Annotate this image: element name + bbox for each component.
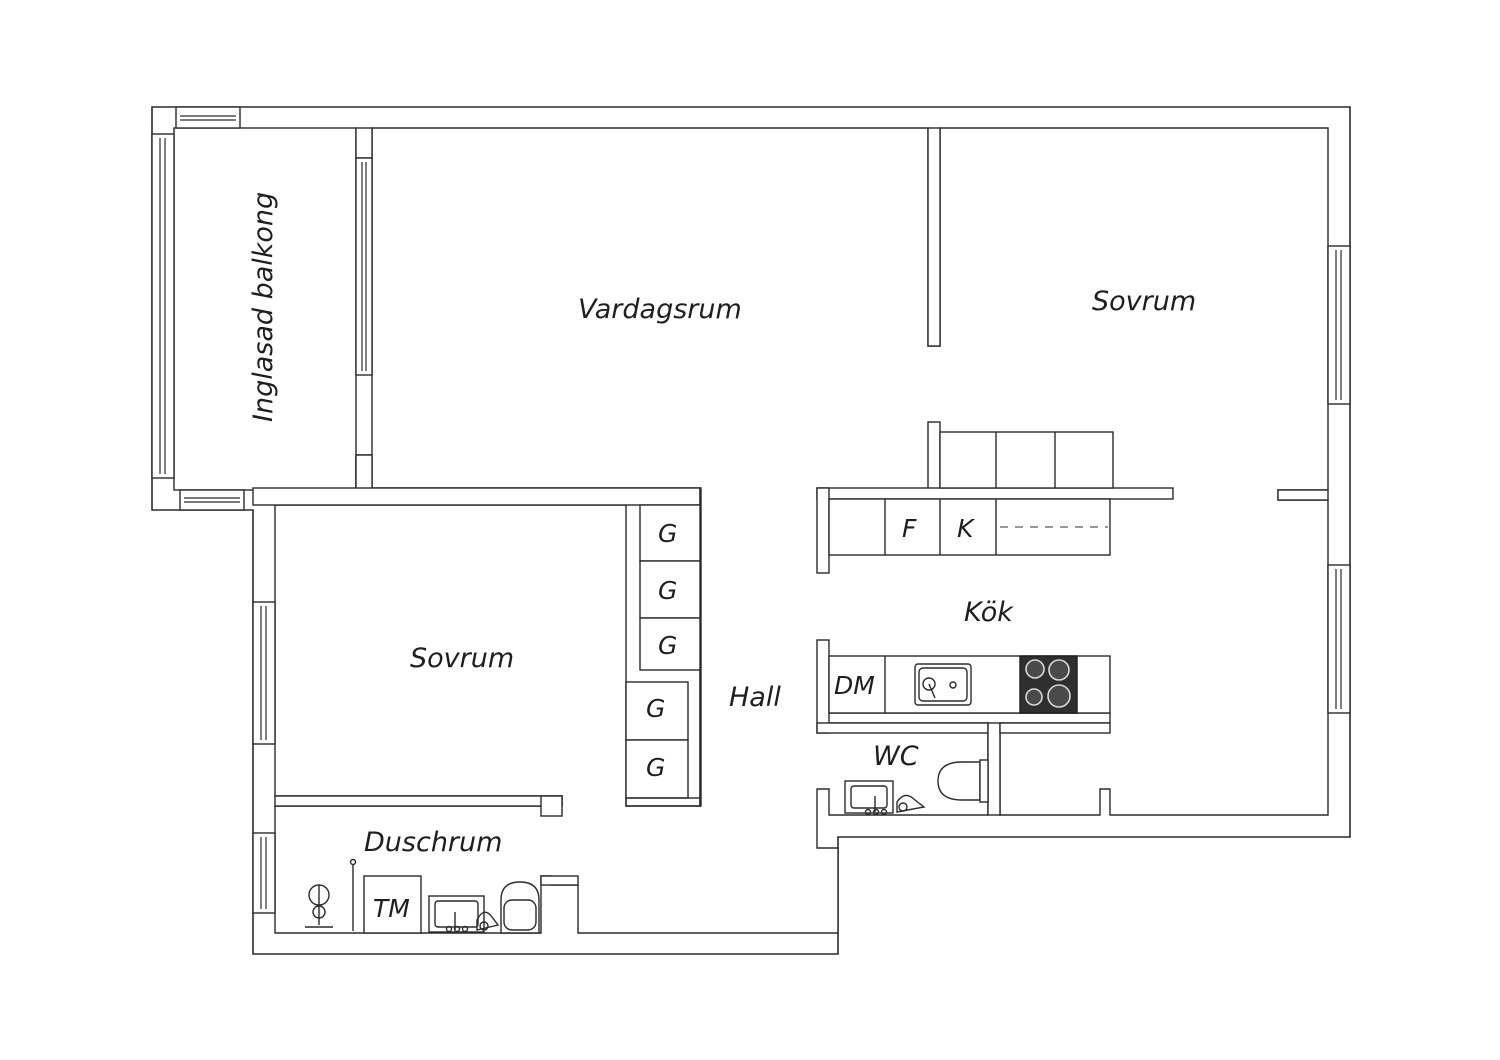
living-bedroom-divider: [927, 127, 941, 347]
washing-machine-label: TM: [373, 894, 410, 923]
bedroom-right-label: Sovrum: [1092, 286, 1196, 317]
wardrobe-label-5: G: [646, 753, 665, 782]
shower-head-icon: [305, 884, 333, 928]
windows: [151, 106, 1351, 914]
stove-icon: [1019, 655, 1078, 714]
kitchen-upper-cabinets: [939, 431, 1114, 489]
window-balcony-left: [151, 133, 175, 479]
window-balcony-bottom: [179, 489, 245, 511]
kitchen-sink-icon: [914, 663, 972, 706]
window-bedroom-right-upper: [1327, 245, 1351, 405]
wardrobe-1: [639, 504, 701, 562]
wc-tap-icon: [896, 794, 926, 813]
shower-toilet-icon: [500, 881, 540, 934]
shower-room-label: Duschrum: [364, 827, 502, 858]
wardrobe-3: [639, 617, 701, 671]
wardrobe-label-2: G: [658, 576, 677, 605]
window-living-balcony: [355, 157, 373, 376]
kitchen-counter-bottom: DM: [828, 655, 1111, 714]
wc-right-wall: [987, 722, 1001, 816]
wardrobe-base: [625, 797, 701, 807]
dishwasher-label: DM: [834, 671, 875, 700]
storage-top-wall: [999, 722, 1111, 734]
wc-top-wall: [816, 722, 989, 734]
wc-sink-icon: [844, 780, 894, 816]
wardrobe-label-1: G: [658, 519, 677, 548]
washing-machine: [363, 875, 422, 934]
kitchen-left-wall: [816, 487, 830, 574]
kitchen-counter-top: F K: [828, 498, 1111, 556]
living-room-label: Vardagsrum: [578, 294, 742, 325]
shower-door-post: [540, 875, 579, 886]
window-bedroom-right-lower: [1327, 564, 1351, 714]
shower-sink-icon: [428, 895, 485, 933]
bedroom-left-label: Sovrum: [410, 643, 514, 674]
window-shower: [252, 832, 276, 914]
living-room-area: [274, 127, 1329, 934]
shower-top-wall: [274, 795, 563, 807]
balcony-wall-upper: [355, 127, 373, 159]
wc-label: WC: [873, 741, 919, 772]
right-bedroom-wall-stub: [1277, 489, 1329, 501]
shower-wall-stub: [540, 795, 563, 817]
freezer-label: K: [957, 514, 976, 543]
shower-tap-icon: [476, 911, 500, 931]
window-balcony-top: [175, 106, 241, 129]
shower-fixtures: TM: [305, 858, 540, 934]
fridge-label: F: [902, 514, 917, 543]
wardrobe-5: [625, 739, 689, 799]
wc-toilet-icon: [937, 759, 989, 803]
room-labels: Inglasad balkong Vardagsrum Sovrum Sovru…: [248, 192, 1196, 858]
balcony-label: Inglasad balkong: [248, 192, 279, 422]
balcony-wall-door-post: [355, 454, 373, 491]
balcony-area: [173, 127, 357, 491]
window-bedroom-left: [252, 601, 276, 745]
wc-fixtures: [844, 759, 989, 816]
shower-rod-icon: [349, 858, 357, 931]
wardrobe-label-3: G: [658, 631, 677, 660]
wardrobe-label-4: G: [646, 694, 665, 723]
wardrobes: G G G G G: [625, 504, 701, 807]
kitchen-upper-wall: [816, 487, 1174, 500]
room-areas: [173, 127, 1329, 934]
wardrobe-2: [639, 560, 701, 619]
kitchen-label: Kök: [964, 597, 1014, 628]
hall-label: Hall: [729, 682, 781, 713]
kitchen-lower-left-wall: [816, 639, 830, 734]
hall-top-wall: [252, 487, 701, 506]
